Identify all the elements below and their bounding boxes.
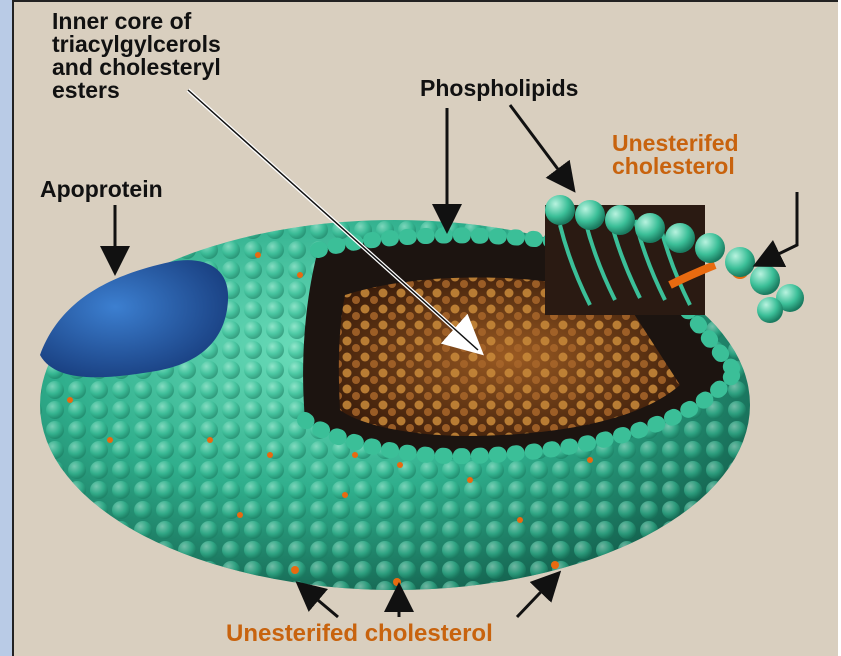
phospholipids-label: Phospholipids [420,77,578,100]
core-label-line-1: Inner core of [52,10,221,33]
bottom-arrow-left [300,585,338,617]
core-label-line-3: and cholesteryl [52,56,221,79]
unesterified-top-arrow [758,192,797,264]
phospholipids-arrow-2 [510,105,572,188]
unesterified-top-line-1: Unesterifed [612,132,739,155]
unesterified-cholesterol-bottom-label: Unesterifed cholesterol [226,622,493,645]
core-label: Inner core of triacylgylcerols and chole… [52,10,221,102]
core-label-line-4: esters [52,79,221,102]
bottom-arrow-right [517,575,557,617]
unesterified-top-line-2: cholesterol [612,155,739,178]
apoprotein-label: Apoprotein [40,178,163,201]
core-label-line-2: triacylgylcerols [52,33,221,56]
unesterified-cholesterol-top-label: Unesterifed cholesterol [612,132,739,178]
